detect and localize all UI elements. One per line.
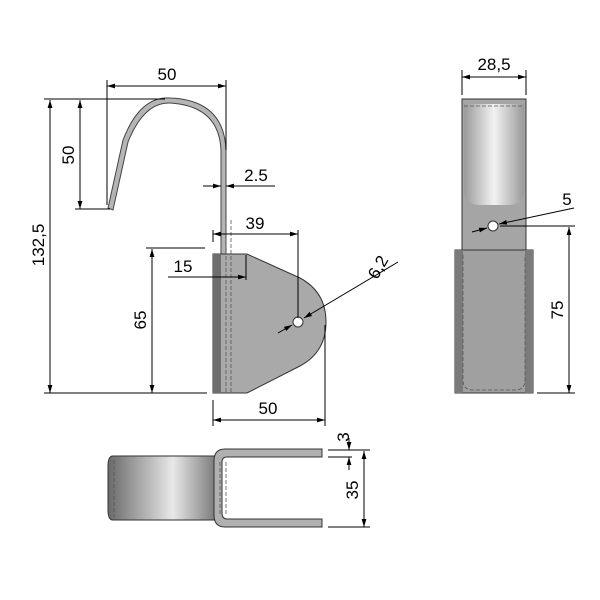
strap-highlight (464, 104, 524, 205)
hole (292, 316, 304, 328)
side-view (454, 98, 534, 394)
u-bracket (213, 448, 323, 528)
hook-body (107, 455, 217, 521)
plate-edge (213, 254, 221, 393)
dim-hole-diameter: 6,2 (364, 252, 392, 282)
front-dimensions: 50 50 132,5 2.5 39 15 65 6,2 50 (29, 65, 399, 426)
dim-inner-width: 35 (343, 481, 362, 500)
dim-hook-height: 50 (59, 146, 78, 165)
bracket-edge-right (525, 250, 533, 393)
mounting-plate (212, 253, 327, 394)
dim-hook-width: 50 (158, 65, 177, 84)
dim-bottom-thickness: 3 (334, 432, 353, 441)
side-bracket (454, 249, 534, 394)
front-view (107, 97, 327, 394)
dim-slot-depth: 15 (174, 257, 193, 276)
bottom-dimensions: 3 35 (328, 432, 370, 528)
dim-plate-height: 65 (131, 311, 150, 330)
dim-hole-offset: 39 (246, 214, 265, 233)
bracket-edge-left (455, 250, 463, 393)
hook (107, 97, 227, 255)
dim-hole-height: 75 (548, 301, 567, 320)
dim-thickness: 2.5 (244, 166, 268, 185)
side-hole (487, 220, 499, 232)
dim-total-height: 132,5 (29, 224, 48, 267)
dim-side-hole: 5 (562, 190, 571, 209)
bottom-view (107, 448, 323, 528)
dim-side-width: 28,5 (477, 55, 510, 74)
side-dimensions: 28,5 5 75 (461, 55, 575, 394)
dim-plate-width: 50 (259, 399, 278, 418)
